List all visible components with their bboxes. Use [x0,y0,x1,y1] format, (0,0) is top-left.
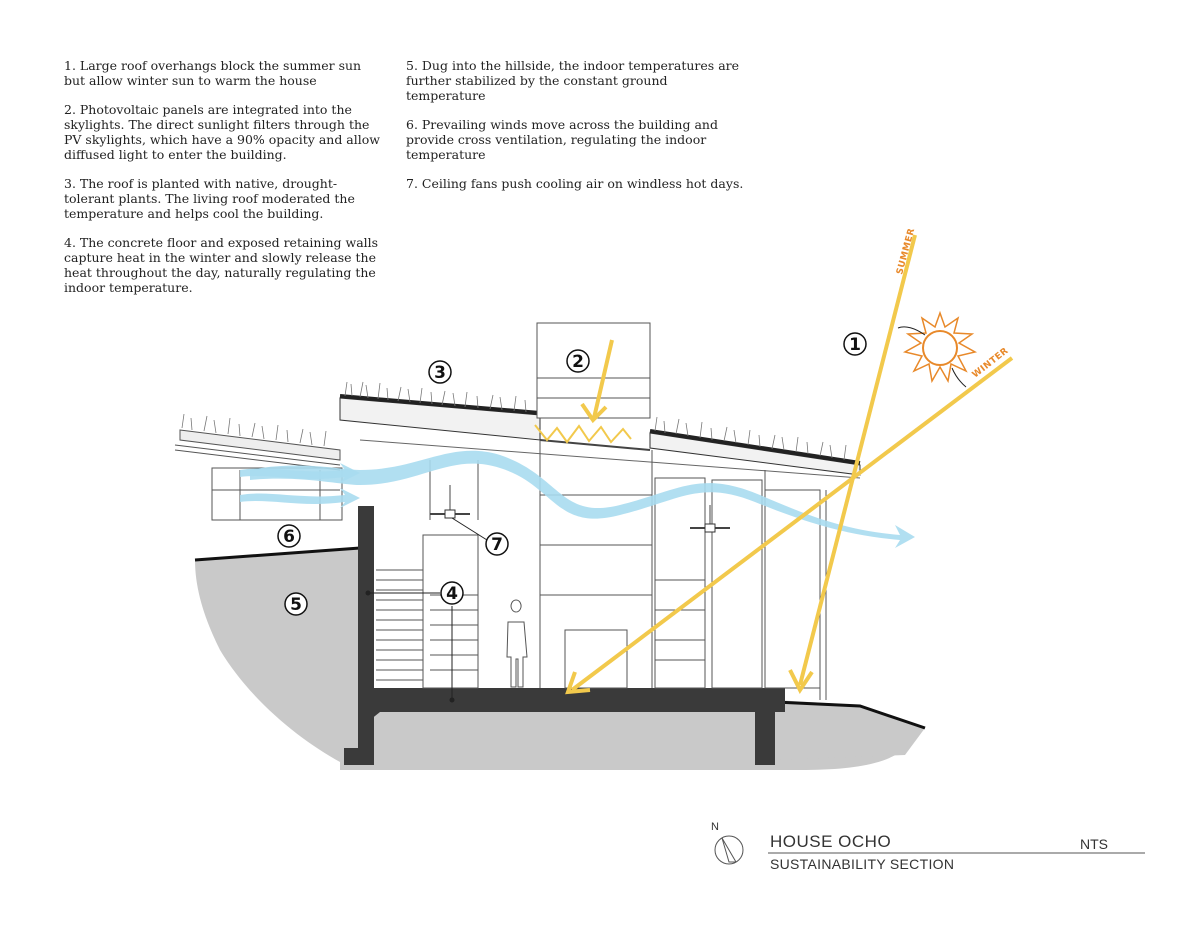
drawing-title: HOUSE OCHO [770,832,892,851]
note-item: 6. Prevailing winds move across the buil… [406,117,718,162]
callout-7: 7 [485,532,509,556]
svg-text:5: 5 [290,595,302,615]
ground-left [195,548,360,762]
living-roof-grass [181,381,847,461]
sun-icon [902,310,978,384]
note-item: 1. Large roof overhangs block the summer… [64,58,362,88]
pv-glow [534,424,632,444]
ground-right [775,700,925,760]
svg-text:3: 3 [434,363,446,383]
winter-ray-arrowhead [565,671,591,695]
person-silhouette [506,599,528,688]
wind-arrow-left-2 [240,463,360,483]
callout-4: 4 [440,581,464,605]
wind-arrow-left [240,488,360,508]
winter-sun-ray [570,356,1014,692]
summer-sun-ray [798,234,917,686]
svg-text:1: 1 [849,335,861,355]
winter-angle-arrow [951,367,967,388]
north-label: N [711,821,719,833]
floor-slab [358,688,785,765]
note-item: 4. The concrete floor and exposed retain… [64,235,379,295]
callout-2: 2 [566,349,590,373]
note-item: 7. Ceiling fans push cooling air on wind… [406,176,744,191]
ceiling-fan-icon-2 [690,505,730,533]
note-item: 3. The roof is planted with native, drou… [64,176,355,221]
skylight-ray [592,339,614,419]
leader-7 [451,517,488,541]
callout-3: 3 [428,360,452,384]
notes-column-left: 1. Large roof overhangs block the summer… [64,58,382,309]
interior-structure [376,440,827,700]
callout-6: 6 [277,524,301,548]
wind-arrow [250,450,915,548]
svg-text:4: 4 [446,584,458,604]
svg-text:7: 7 [491,535,503,555]
drawing-scale: NTS [1080,836,1108,852]
summer-label: SUMMER [895,227,917,276]
summer-angle-arrow [897,326,926,336]
note-item: 2. Photovoltaic panels are integrated in… [64,102,380,162]
ceiling-fan-icon [430,485,470,519]
ground-line-right [774,700,926,730]
svg-text:6: 6 [283,527,295,547]
callout-5: 5 [284,592,308,616]
ground-line-left [194,546,361,562]
note-item: 5. Dug into the hillside, the indoor tem… [406,58,740,103]
svg-text:2: 2 [572,352,584,372]
summer-ray-arrowhead [788,669,814,694]
notes-column-right: 5. Dug into the hillside, the indoor tem… [406,58,751,205]
skylight-ray-arrowhead [580,402,608,424]
drawing-subtitle: SUSTAINABILITY SECTION [770,856,955,872]
skylight-tower [536,322,651,419]
callout-1: 1 [843,332,867,356]
north-arrow-icon [714,835,744,865]
